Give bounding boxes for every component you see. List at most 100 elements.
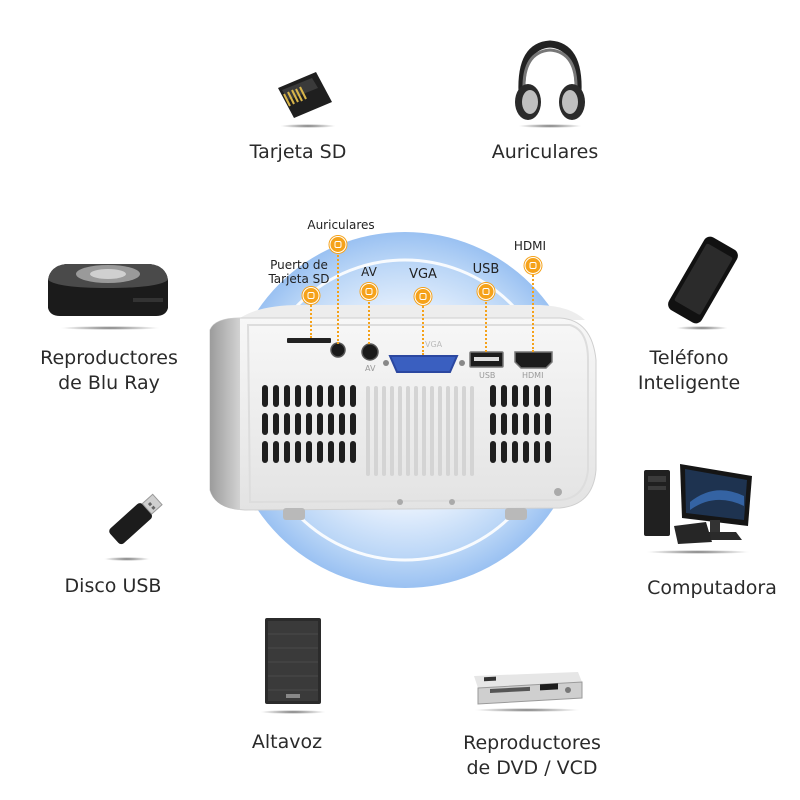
vent-slot <box>534 413 540 435</box>
sd-card-shadow <box>280 124 336 128</box>
headphones-icon <box>515 40 585 120</box>
louver <box>430 386 434 476</box>
headphones-shadow <box>518 124 582 128</box>
vent-slot <box>317 413 323 435</box>
louver <box>462 386 466 476</box>
vent-slot <box>350 441 356 463</box>
vent-slot <box>545 385 551 407</box>
sd-leader <box>310 302 312 338</box>
bluray-player-icon <box>48 264 168 316</box>
vent-slot <box>262 413 268 435</box>
vent-slot <box>295 385 301 407</box>
headphones-port-label: Auriculares <box>307 218 375 232</box>
vga-port-label: VGA <box>409 267 437 282</box>
vga-port <box>388 355 459 373</box>
louver <box>390 386 394 476</box>
headphones-leader <box>337 252 339 344</box>
vga-print: VGA <box>425 340 443 349</box>
bluray-label-2: de Blu Ray <box>58 372 160 394</box>
hdmi-print: HDMI <box>522 371 543 380</box>
vent-slot <box>545 441 551 463</box>
vent-slot <box>306 441 312 463</box>
hdmi-leader <box>532 272 534 352</box>
dvd-player-icon <box>474 672 583 705</box>
bluray-label-1: Reproductores <box>40 347 178 369</box>
usb-port-label: USB <box>472 262 500 277</box>
vent-slot <box>284 441 290 463</box>
louver <box>454 386 458 476</box>
sd-port-badge <box>302 287 320 304</box>
vga-leader <box>422 303 424 355</box>
vent-slot <box>350 385 356 407</box>
av-port-badge <box>360 283 378 300</box>
vent-slot <box>523 441 529 463</box>
smartphone-icon <box>668 236 738 324</box>
headphones-label: Auriculares <box>491 141 599 163</box>
hdmi-port <box>514 351 553 369</box>
smartphone-label-1: Teléfono <box>649 347 729 369</box>
vent-slot <box>490 441 496 463</box>
speaker-shadow <box>260 710 326 714</box>
headphones-port-badge <box>329 236 347 253</box>
speaker-label: Altavoz <box>251 731 323 753</box>
louver <box>382 386 386 476</box>
vent-slot <box>512 385 518 407</box>
smartphone-label-2: Inteligente <box>637 372 741 394</box>
sd-card-label: Tarjeta SD <box>249 141 347 163</box>
louver <box>366 386 370 476</box>
louver <box>398 386 402 476</box>
vent-slot <box>284 413 290 435</box>
sd-port-label-2: Tarjeta SD <box>268 272 330 286</box>
vent-slot <box>262 441 268 463</box>
vent-slot <box>284 385 290 407</box>
vent-slot <box>273 441 279 463</box>
vent-slot <box>339 441 345 463</box>
louver <box>414 386 418 476</box>
vent-slot <box>328 441 334 463</box>
louver <box>374 386 378 476</box>
louver <box>422 386 426 476</box>
hdmi-port-badge <box>524 257 542 274</box>
usb-leader <box>485 298 487 352</box>
vent-slot <box>328 413 334 435</box>
vent-slot <box>262 385 268 407</box>
vent-slot <box>328 385 334 407</box>
vent-slot <box>490 385 496 407</box>
vent-slot <box>534 441 540 463</box>
usb-disk-icon <box>109 493 163 545</box>
louver <box>470 386 474 476</box>
louver <box>446 386 450 476</box>
vent-slot <box>523 385 529 407</box>
vent-slot <box>350 413 356 435</box>
vent-slot <box>490 413 496 435</box>
usb-disk-label: Disco USB <box>64 575 162 597</box>
louver <box>406 386 410 476</box>
vent-slot <box>523 413 529 435</box>
headphone-jack <box>330 342 346 358</box>
sd-slot <box>287 338 331 343</box>
vent-slot <box>306 385 312 407</box>
vent-slot <box>273 413 279 435</box>
computer-shadow <box>646 550 750 554</box>
vent-slot <box>273 385 279 407</box>
vent-slot <box>501 413 507 435</box>
usb-port-badge <box>477 283 495 300</box>
av-port-label: AV <box>361 265 377 279</box>
vent-slot <box>295 441 301 463</box>
av-jack <box>361 343 379 361</box>
dvd-label-2: de DVD / VCD <box>466 757 598 779</box>
dvd-shadow <box>474 708 580 712</box>
dvd-label-1: Reproductores <box>463 732 601 754</box>
vent-slot <box>317 441 323 463</box>
sd-card-icon <box>278 72 332 118</box>
hdmi-port-label: HDMI <box>513 239 547 253</box>
av-leader <box>368 298 370 344</box>
speaker-icon <box>265 618 321 704</box>
vga-port-badge <box>414 288 432 305</box>
vent-slot <box>339 385 345 407</box>
vent-slot <box>317 385 323 407</box>
smartphone-shadow <box>676 326 728 330</box>
computer-label: Computadora <box>647 577 777 599</box>
